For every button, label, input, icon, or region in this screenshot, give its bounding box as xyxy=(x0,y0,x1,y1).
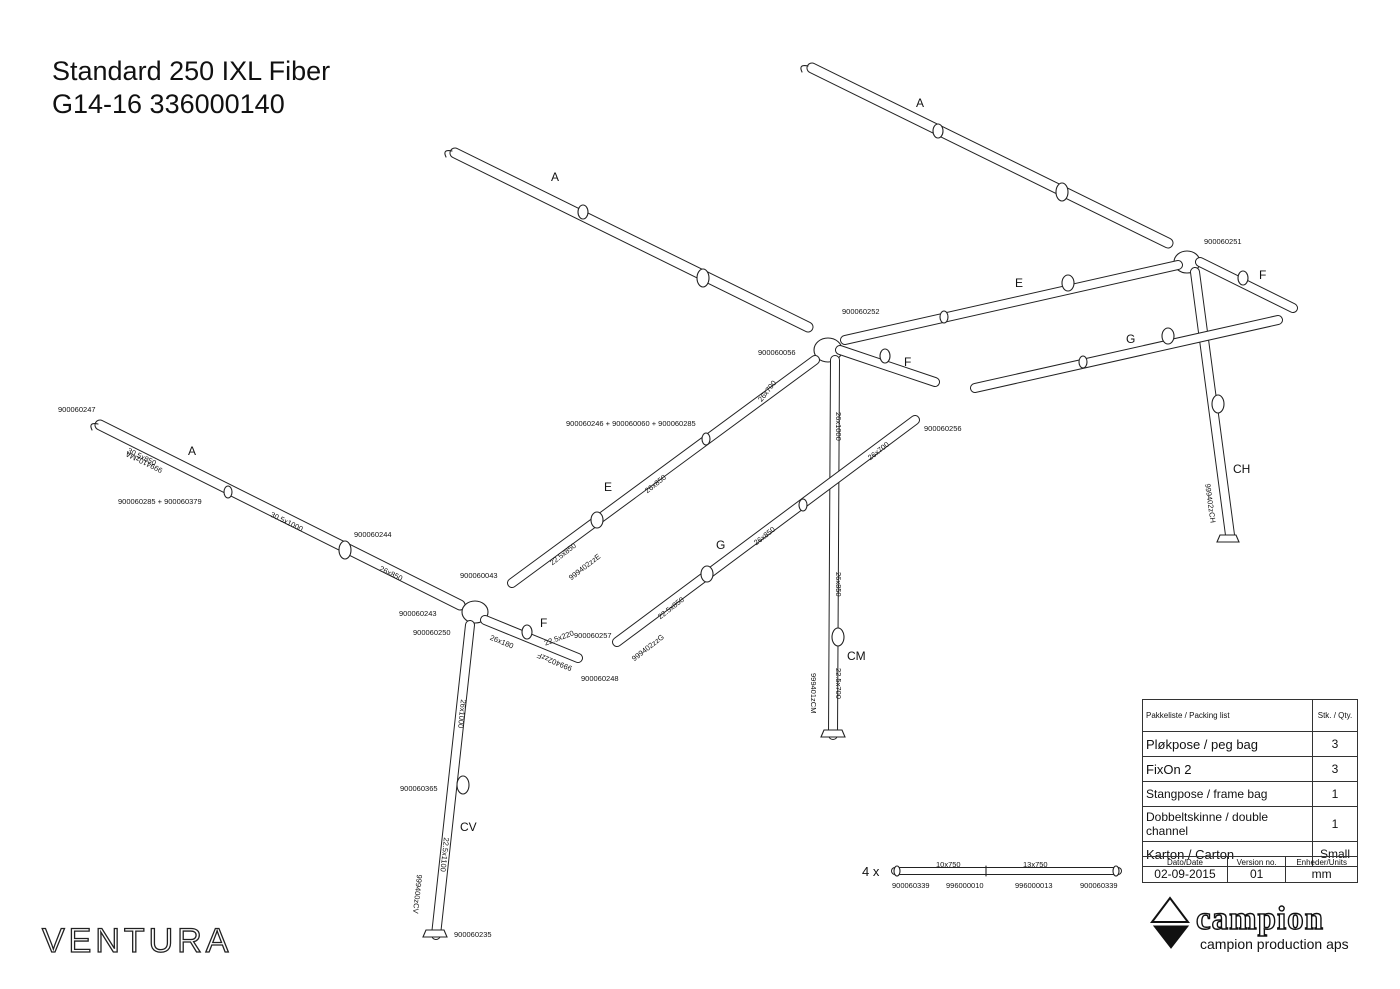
code-999401zcm: 999401zCM xyxy=(809,673,818,714)
packing-qty: 3 xyxy=(1312,756,1358,782)
label-f-right: F xyxy=(1259,268,1267,282)
label-e-left: E xyxy=(604,480,613,494)
spare-dim-2: 13x750 xyxy=(1023,860,1048,869)
part-900060043: 900060043 xyxy=(460,571,498,580)
label-cm: CM xyxy=(847,649,866,663)
label-f-mid: F xyxy=(904,355,912,369)
spare-dim-1: 10x750 xyxy=(936,860,961,869)
part-900060256: 900060256 xyxy=(924,424,962,433)
label-e-right: E xyxy=(1015,276,1024,290)
spare-part-3: 996000013 xyxy=(1015,881,1053,890)
packing-list-row: Stangpose / frame bag 1 xyxy=(1142,781,1358,807)
document-subtitle: G14-16 336000140 xyxy=(52,89,285,119)
version-value: 01 xyxy=(1249,867,1264,881)
label-a-top: A xyxy=(916,96,925,110)
pole-a-mid xyxy=(444,147,814,333)
packing-item: Dobbeltskinne / double channel xyxy=(1142,806,1313,842)
part-900060285-combo: 900060285 + 900060379 xyxy=(118,497,202,506)
part-900060247: 900060247 xyxy=(58,405,96,414)
hub-left xyxy=(422,600,489,940)
spare-part-4: 900060339 xyxy=(1080,881,1118,890)
label-g-right: G xyxy=(1126,332,1136,346)
dim-26x850-cm: 26x850 xyxy=(834,572,843,597)
part-900060246-combo: 900060246 + 900060060 + 900060285 xyxy=(566,419,696,428)
campion-logo-text: campion xyxy=(1195,900,1325,937)
packing-item: FixOn 2 xyxy=(1142,756,1313,782)
campion-logo-mark xyxy=(1150,896,1190,949)
hub-center xyxy=(813,337,846,740)
spare-part-1: 900060339 xyxy=(892,881,930,890)
hub-right xyxy=(1173,250,1240,543)
spare-poles-multiplier: 4 x xyxy=(862,864,880,879)
packing-list-header-item: Pakkeliste / Packing list xyxy=(1142,699,1313,732)
label-ch: CH xyxy=(1233,462,1251,476)
part-900060243: 900060243 xyxy=(399,609,437,618)
packing-list-row: Dobbeltskinne / double channel 1 xyxy=(1142,806,1358,842)
label-a-left: A xyxy=(188,444,197,458)
part-900060251: 900060251 xyxy=(1204,237,1242,246)
part-900060252: 900060252 xyxy=(842,307,880,316)
units-cell: Enheder/Units mm xyxy=(1285,856,1358,883)
packing-item: Stangpose / frame bag xyxy=(1142,781,1313,807)
part-900060248: 900060248 xyxy=(581,674,619,683)
document-title: Standard 250 IXL Fiber xyxy=(52,56,331,86)
pole-a-left xyxy=(90,419,466,611)
packing-qty: 3 xyxy=(1312,731,1358,757)
packing-list-header-qty: Stk. / Qty. xyxy=(1312,699,1358,732)
label-a-mid: A xyxy=(551,170,560,184)
part-900060365: 900060365 xyxy=(400,784,438,793)
date-cell: Dato/Date 02-09-2015 xyxy=(1142,856,1228,883)
part-900060250: 900060250 xyxy=(413,628,451,637)
date-value: 02-09-2015 xyxy=(1154,867,1216,881)
version-label: Version no. xyxy=(1236,858,1277,867)
part-900060257: 900060257 xyxy=(574,631,612,640)
part-900060244: 900060244 xyxy=(354,530,392,539)
packing-list-row: FixOn 2 3 xyxy=(1142,756,1358,782)
spare-part-2: 996000010 xyxy=(946,881,984,890)
packing-list-header: Pakkeliste / Packing list Stk. / Qty. xyxy=(1142,699,1358,732)
dim-26x1000-mid: 26x1000 xyxy=(834,412,843,441)
packing-list-row: Pløkpose / peg bag 3 xyxy=(1142,731,1358,757)
ventura-logo: VENTURA xyxy=(41,921,233,960)
label-f-left: F xyxy=(540,616,548,630)
campion-subtitle: campion production aps xyxy=(1200,936,1349,952)
pole-a-top xyxy=(800,62,1174,249)
packing-qty: 1 xyxy=(1312,781,1358,807)
units-label: Enheder/Units xyxy=(1296,858,1348,867)
units-value: mm xyxy=(1311,867,1332,881)
label-g-left: G xyxy=(716,538,726,552)
label-cv: CV xyxy=(460,820,477,834)
document-footer-table: Dato/Date 02-09-2015 Version no. 01 Enhe… xyxy=(1142,856,1358,883)
spare-poles xyxy=(891,865,1122,877)
part-900060056: 900060056 xyxy=(758,348,796,357)
version-cell: Version no. 01 xyxy=(1226,856,1287,883)
dim-22-5x700-cm: 22.5x700 xyxy=(834,668,843,699)
date-label: Dato/Date xyxy=(1166,858,1203,867)
packing-qty: 1 xyxy=(1312,806,1358,842)
part-900060235: 900060235 xyxy=(454,930,492,939)
packing-list-table: Pakkeliste / Packing list Stk. / Qty. Pl… xyxy=(1142,699,1358,867)
packing-item: Pløkpose / peg bag xyxy=(1142,731,1313,757)
